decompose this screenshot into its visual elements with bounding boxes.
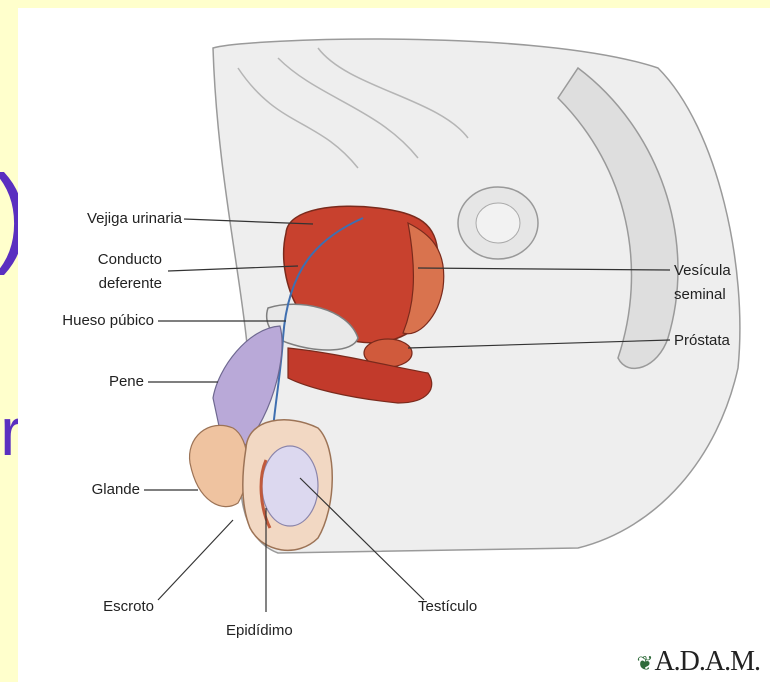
label-vesicula-line2: seminal xyxy=(674,284,726,306)
label-glande: Glande xyxy=(48,479,140,501)
logo-text: A.D.A.M. xyxy=(654,646,760,677)
label-testiculo: Testículo xyxy=(418,596,477,618)
label-vesicula-line1: Vesícula xyxy=(674,260,731,282)
label-conducto-line1: Conducto xyxy=(24,249,162,271)
label-epididimo: Epidídimo xyxy=(226,620,293,642)
anatomy-illustration xyxy=(18,8,770,682)
leader-escroto xyxy=(158,520,233,600)
testicle xyxy=(262,446,318,526)
label-pene: Pene xyxy=(58,371,144,393)
label-hueso: Hueso púbico xyxy=(18,310,154,332)
label-conducto-line2: deferente xyxy=(24,273,162,295)
adam-logo: ❦A.D.A.M. xyxy=(637,646,760,678)
glans xyxy=(190,425,248,506)
label-prostata: Próstata xyxy=(674,330,730,352)
leaf-icon: ❦ xyxy=(637,653,653,675)
label-escroto: Escroto xyxy=(58,596,154,618)
anatomy-figure: Vejiga urinaria Conducto deferente Hueso… xyxy=(18,8,770,682)
label-vejiga: Vejiga urinaria xyxy=(24,208,182,230)
